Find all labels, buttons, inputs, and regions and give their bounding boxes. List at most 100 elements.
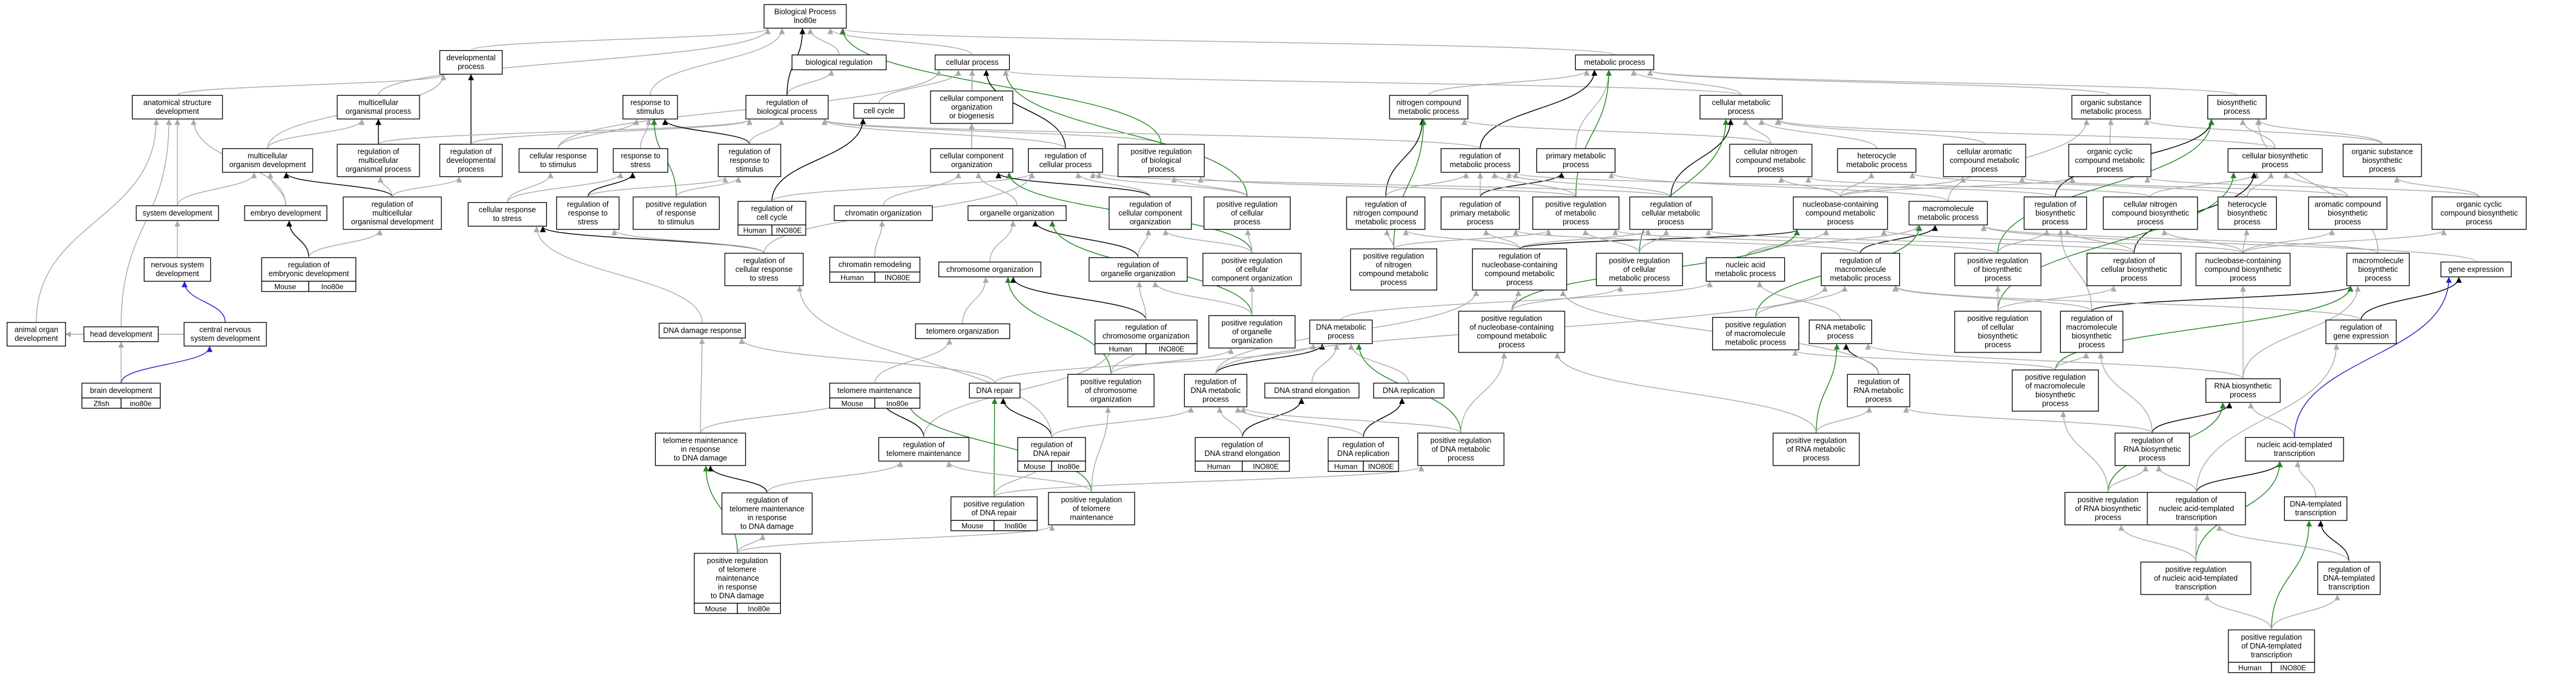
- go-term-node[interactable]: metabolic process: [1575, 54, 1655, 70]
- go-term-node[interactable]: cell cycle: [853, 103, 905, 119]
- go-term-node[interactable]: chromosome organization: [938, 262, 1041, 277]
- go-term-node[interactable]: embryo development: [244, 205, 328, 221]
- go-term-node[interactable]: organelle organization: [967, 205, 1067, 221]
- go-term-node[interactable]: DNA damage response: [659, 323, 746, 338]
- go-term-node[interactable]: regulation ofmacromoleculebiosyntheticpr…: [2060, 311, 2124, 353]
- go-term-node[interactable]: DNA repair: [969, 383, 1021, 398]
- go-term-node[interactable]: chromatin organization: [834, 205, 933, 221]
- go-term-node[interactable]: DNA strand elongation: [1264, 383, 1360, 398]
- go-term-node[interactable]: head development: [83, 326, 159, 342]
- go-term-node[interactable]: DNA replication: [1373, 383, 1444, 398]
- go-term-node[interactable]: regulation ofnucleobase-containingcompou…: [1472, 248, 1567, 291]
- go-term-node[interactable]: system development: [136, 205, 219, 221]
